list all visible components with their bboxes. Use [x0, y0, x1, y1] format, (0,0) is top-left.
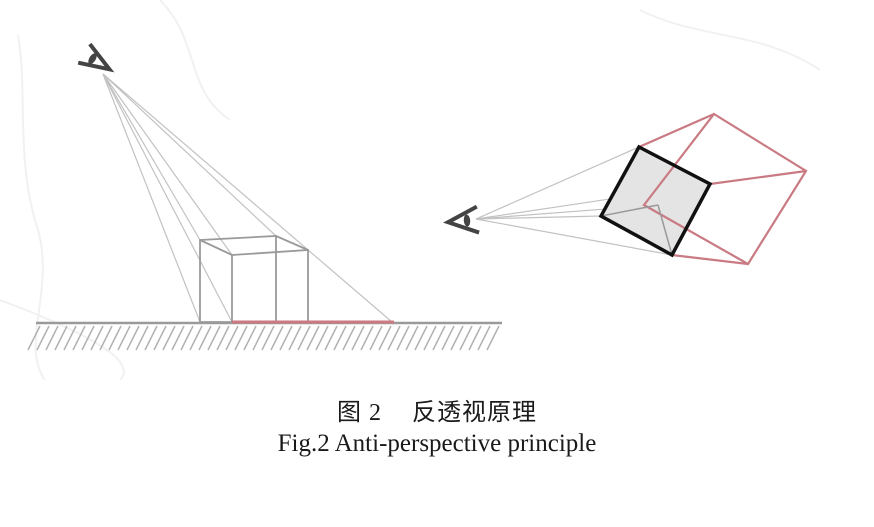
hatch-stroke — [360, 325, 374, 351]
hatch-stroke — [54, 325, 68, 351]
near-face-fill — [601, 147, 710, 255]
hatch-stroke — [306, 325, 320, 351]
hatch-stroke — [369, 325, 383, 351]
hatch-stroke — [432, 325, 446, 351]
hatch-stroke — [396, 325, 410, 351]
hatch-stroke — [387, 325, 401, 351]
hatch-stroke — [450, 325, 464, 351]
figure-number-cn: 图 2 — [337, 400, 382, 426]
anti-perspective-figure — [0, 0, 821, 380]
ground-hatching — [27, 325, 500, 351]
hatch-stroke — [351, 325, 365, 351]
hatch-stroke — [180, 325, 194, 351]
hatch-stroke — [270, 325, 284, 351]
hatch-stroke — [108, 325, 122, 351]
hatch-stroke — [126, 325, 140, 351]
hatch-stroke — [414, 325, 428, 351]
hatch-stroke — [459, 325, 473, 351]
hatch-stroke — [135, 325, 149, 351]
hatch-stroke — [252, 325, 266, 351]
hatch-stroke — [216, 325, 230, 351]
background-watermark — [0, 0, 821, 380]
hatch-stroke — [315, 325, 329, 351]
hatch-stroke — [36, 325, 50, 351]
hatch-stroke — [81, 325, 95, 351]
hatch-stroke — [297, 325, 311, 351]
hatch-stroke — [162, 325, 176, 351]
hatch-stroke — [171, 325, 185, 351]
hatch-stroke — [207, 325, 221, 351]
left-sight-rays — [102, 73, 393, 323]
far-cube-edges — [638, 112, 808, 266]
hatch-stroke — [117, 325, 131, 351]
hatch-stroke — [378, 325, 392, 351]
hatch-stroke — [90, 325, 104, 351]
hatch-stroke — [153, 325, 167, 351]
near-face-outline — [598, 144, 713, 258]
hatch-stroke — [486, 325, 500, 351]
right-anti-perspective-scene — [443, 112, 808, 266]
eye-icon — [77, 42, 115, 73]
hatch-stroke — [45, 325, 59, 351]
hatch-stroke — [441, 325, 455, 351]
hatch-stroke — [243, 325, 257, 351]
figure-caption-chinese: 图 2 反透视原理 — [0, 392, 874, 427]
hatch-stroke — [279, 325, 293, 351]
figure-title-cn: 反透视原理 — [412, 400, 537, 426]
hatch-stroke — [477, 325, 491, 351]
hatch-stroke — [27, 325, 41, 351]
left-cube — [199, 235, 309, 323]
eye-icon — [443, 204, 480, 235]
figure-caption-english: Fig.2 Anti-perspective principle — [277, 430, 597, 457]
hatch-stroke — [261, 325, 275, 351]
hatch-stroke — [405, 325, 419, 351]
hatch-stroke — [144, 325, 158, 351]
hatch-stroke — [225, 325, 239, 351]
hatch-stroke — [72, 325, 86, 351]
hatch-stroke — [198, 325, 212, 351]
hatch-stroke — [63, 325, 77, 351]
hatch-stroke — [324, 325, 338, 351]
hidden-vertex-edges — [600, 204, 673, 256]
hatch-stroke — [468, 325, 482, 351]
hatch-stroke — [342, 325, 356, 351]
hatch-stroke — [234, 325, 248, 351]
hatch-stroke — [288, 325, 302, 351]
hatch-stroke — [189, 325, 203, 351]
left-perspective-scene — [27, 42, 502, 351]
hatch-stroke — [333, 325, 347, 351]
hatch-stroke — [99, 325, 113, 351]
hatch-stroke — [423, 325, 437, 351]
